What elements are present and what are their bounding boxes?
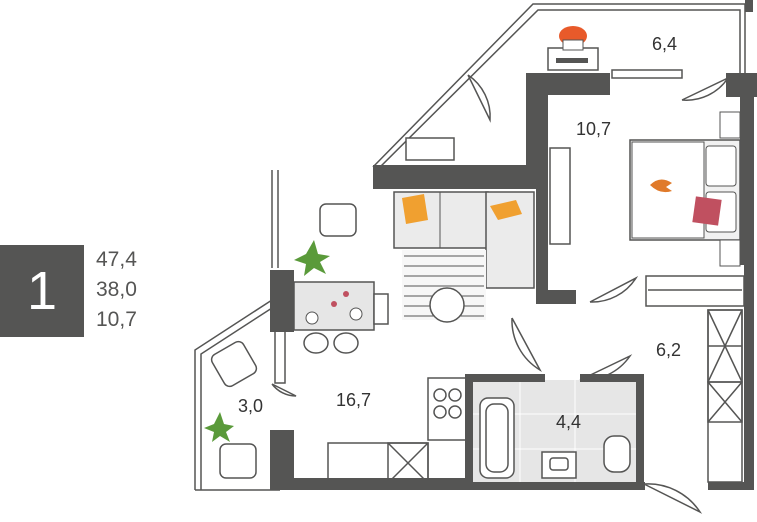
stove: [433, 388, 462, 419]
plants: [204, 240, 330, 442]
bathroom-fixtures: [479, 397, 631, 479]
coffee-table: [429, 287, 465, 323]
area-summary: 47,4 38,0 10,7: [96, 245, 137, 335]
door-swings: [271, 74, 731, 514]
room-area-bedroom: 10,7: [576, 119, 611, 139]
rooms-count-badge: 1: [0, 245, 84, 337]
desk: [547, 26, 599, 71]
balcony-shelf: [405, 137, 455, 161]
bed: [629, 111, 741, 267]
sofa: [393, 191, 535, 289]
thin-walls: [194, 3, 746, 491]
room-area-kitchen-living: 16,7: [336, 390, 371, 410]
living-area: 38,0: [96, 278, 137, 301]
total-area: 47,4: [96, 248, 137, 271]
room-area-bathroom: 4,4: [556, 412, 581, 432]
armchairs: [210, 203, 357, 479]
room-area-hallway: 6,2: [656, 340, 681, 360]
kitchen-area: 10,7: [96, 308, 137, 331]
room-area-balcony-top: 6,4: [652, 34, 677, 54]
thick-walls: [270, 0, 757, 490]
dining-table: [293, 281, 389, 354]
room-area-balcony-left: 3,0: [238, 396, 263, 416]
rooms-count: 1: [26, 261, 58, 321]
